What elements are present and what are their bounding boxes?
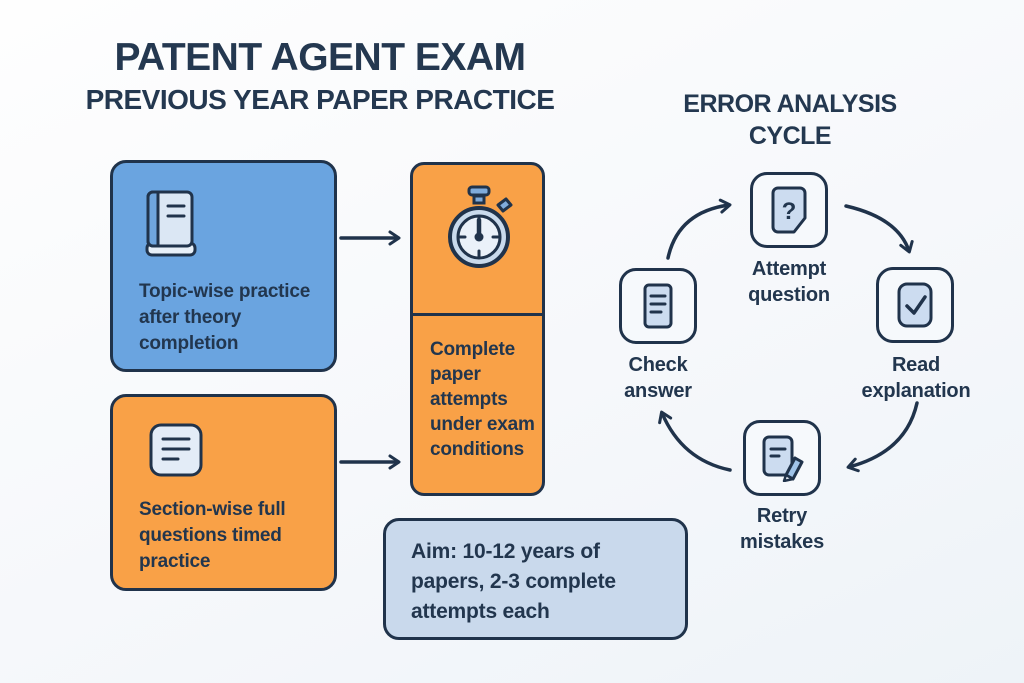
- question-mark: ?: [782, 198, 797, 225]
- aim-box: Aim: 10-12 years of papers, 2-3 complete…: [383, 518, 688, 640]
- stopwatch-icon: [448, 185, 513, 268]
- book-icon: [145, 190, 197, 257]
- box-divider: [413, 313, 542, 316]
- section-practice-box: Section-wise full questions timed practi…: [110, 394, 337, 591]
- document-lines-icon: [149, 423, 203, 477]
- checkmark-note-icon: [897, 282, 933, 328]
- topic-practice-box: Topic-wise practice after theory complet…: [110, 160, 337, 372]
- document-lines-icon: [643, 283, 673, 329]
- cycle-node-retry-mistakes: [743, 420, 821, 496]
- question-note-icon: ?: [771, 186, 807, 234]
- section-practice-label: Section-wise full questions timed practi…: [139, 499, 286, 572]
- cycle-label-check-answer: Check answer: [624, 354, 692, 402]
- arrow-check-to-attempt: [666, 198, 732, 260]
- cycle-node-attempt-question: ?: [750, 172, 828, 248]
- arrow-retry-to-check: [658, 410, 732, 472]
- cycle-node-read-explanation: [876, 267, 954, 343]
- page-title: PATENT AGENT EXAM: [114, 36, 526, 79]
- arrow-attempt-to-read: [844, 204, 914, 254]
- topic-practice-label: Topic-wise practice after theory complet…: [139, 281, 311, 354]
- complete-paper-box: Complete paper attempts under exam condi…: [410, 162, 545, 496]
- aim-label: Aim: 10-12 years of papers, 2-3 complete…: [411, 540, 616, 623]
- arrow-read-to-retry: [846, 401, 919, 473]
- page-subtitle: PREVIOUS YEAR PAPER PRACTICE: [85, 84, 555, 115]
- note-pencil-icon: [762, 435, 804, 482]
- cycle-label-attempt-question: Attempt question: [748, 258, 830, 306]
- cycle-title: ERROR ANALYSIS CYCLE: [683, 90, 897, 150]
- complete-paper-label: Complete paper attempts under exam condi…: [430, 339, 535, 460]
- cycle-label-retry-mistakes: Retry mistakes: [739, 505, 824, 553]
- cycle-label-read-explanation: Read explanation: [861, 354, 971, 402]
- cycle-node-check-answer: [619, 268, 697, 344]
